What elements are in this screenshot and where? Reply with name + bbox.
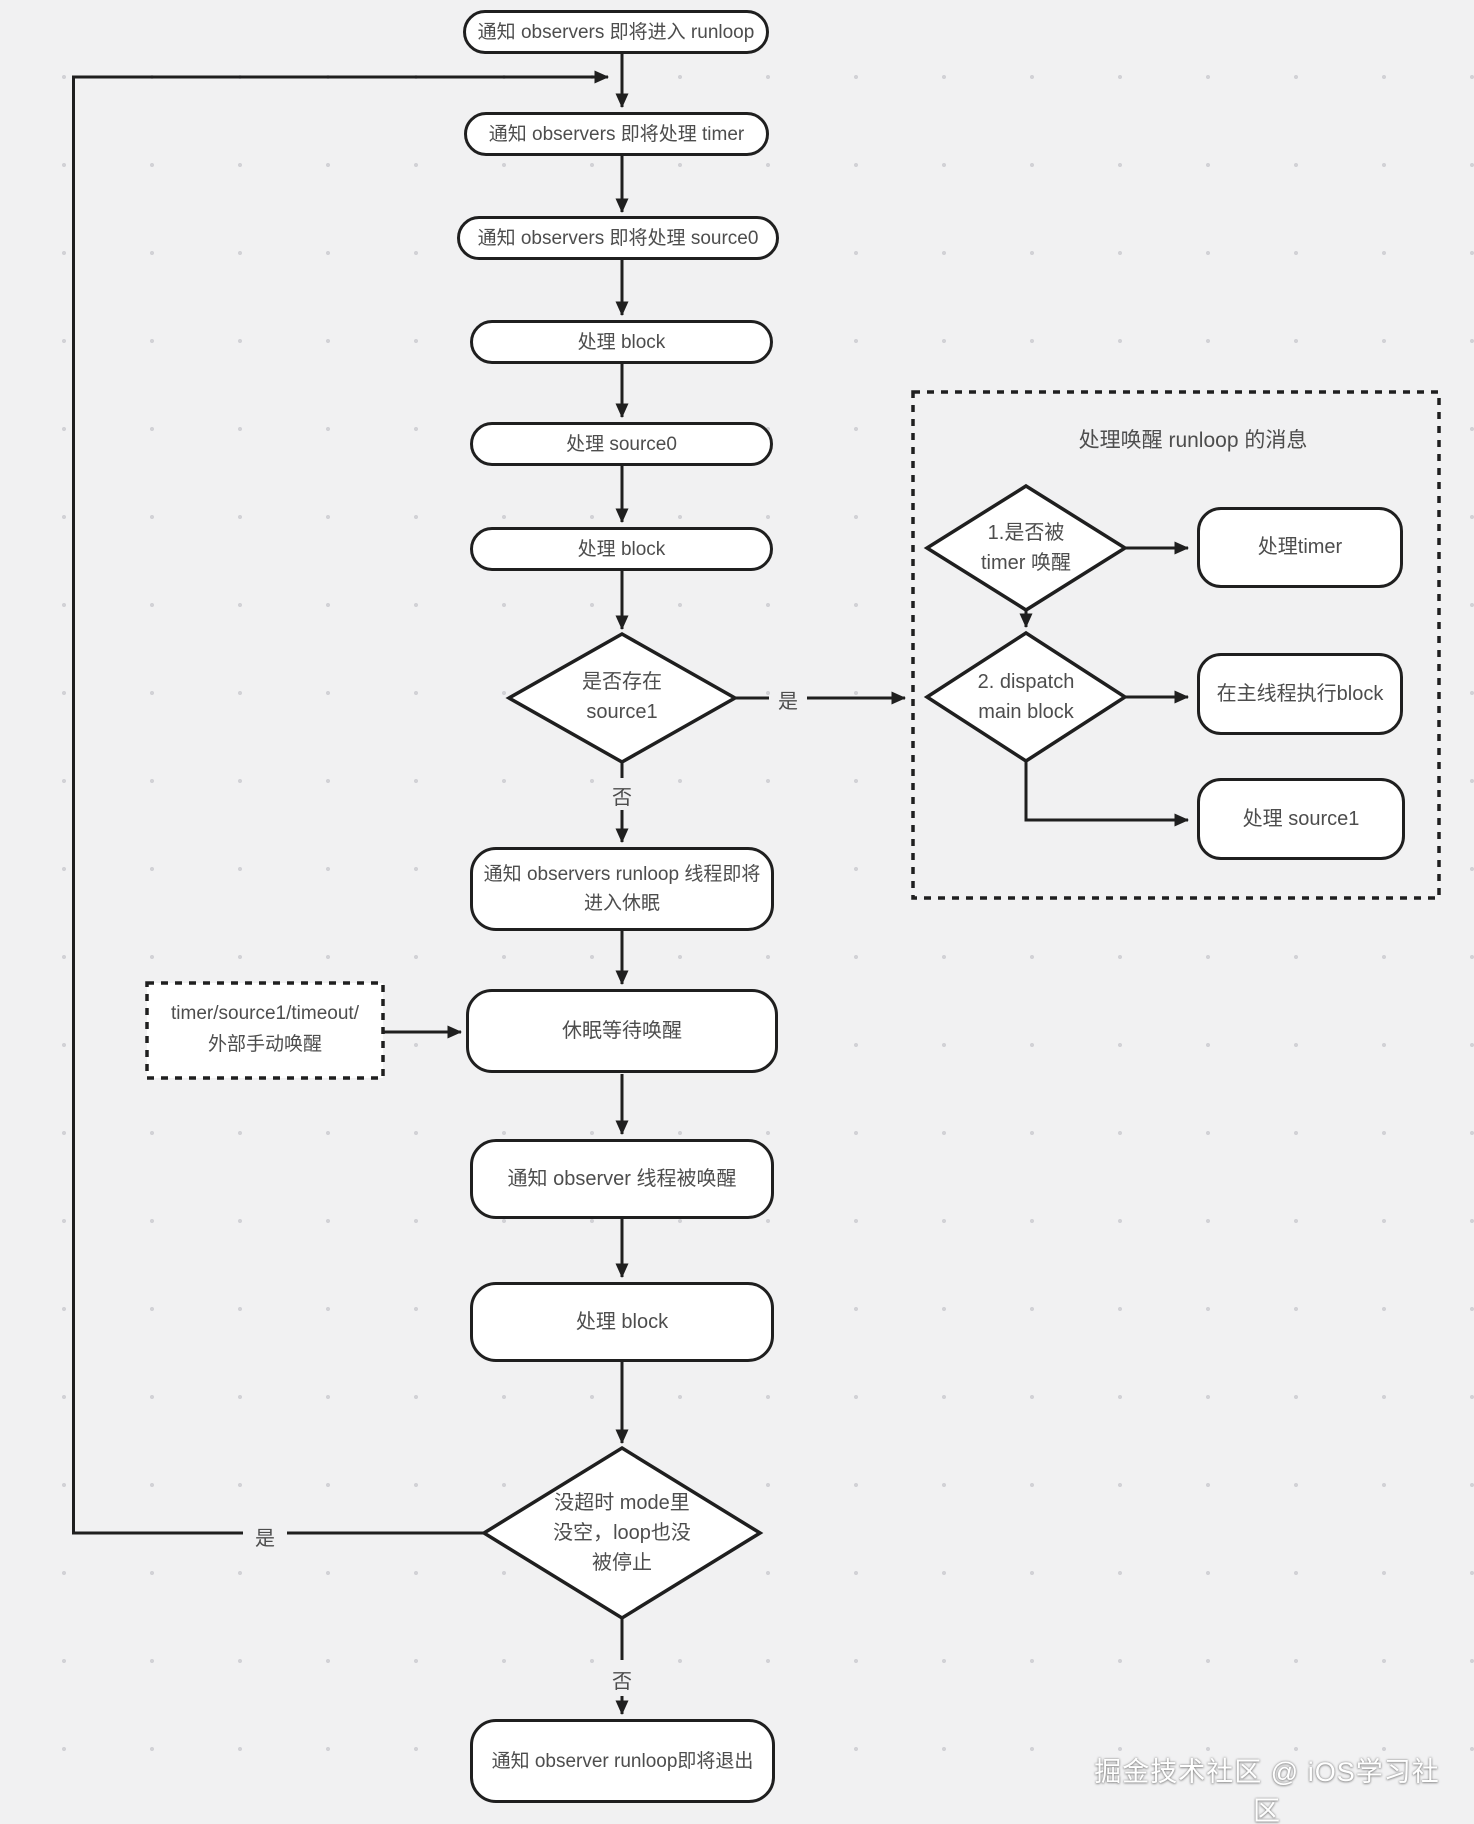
node-notify-thread-awake: 通知 observer 线程被唤醒	[470, 1139, 774, 1219]
wake-sources-dashed-box	[145, 981, 385, 1080]
node-handle-block-1: 处理 block	[470, 320, 773, 364]
dispatch-check-diamond	[923, 630, 1129, 764]
node-label: 通知 observers 即将进入 runloop	[477, 21, 755, 43]
diamond-label-line2: timer 唤醒	[981, 552, 1071, 574]
node-notify-handle-source0: 通知 observers 即将处理 source0	[457, 216, 779, 260]
diamond-label-line1: 1.是否被	[987, 522, 1065, 544]
node-label-line2: 进入休眠	[583, 893, 660, 914]
timer-check-label: 1.是否被 timer 唤醒	[946, 517, 1106, 579]
node-notify-handle-timer: 通知 observers 即将处理 timer	[464, 112, 769, 156]
diamond-label-line3: 被停止	[592, 1552, 652, 1574]
loop-back-connectors	[72, 70, 609, 1535]
diamond-label-line1: 是否存在	[582, 671, 662, 693]
panel-connectors	[1019, 541, 1189, 827]
diamond-label-line2: source1	[586, 701, 658, 723]
continue-check-label: 没超时 mode里 没空，loop也没 被停止	[502, 1487, 742, 1579]
node-handle-source1: 处理 source1	[1197, 778, 1405, 860]
node-label: 处理 source1	[1242, 807, 1360, 830]
wake-sources-line2: 外部手动唤醒	[207, 1034, 322, 1055]
source1-check-label: 是否存在 source1	[532, 664, 712, 730]
node-handle-timer: 处理timer	[1197, 507, 1403, 588]
edge-label-no-top: 否	[612, 787, 632, 809]
node-notify-enter-runloop: 通知 observers 即将进入 runloop	[463, 10, 769, 54]
node-label: 处理 block	[577, 538, 666, 560]
node-label: 通知 observer 线程被唤醒	[507, 1167, 737, 1190]
node-label: 处理 source0	[566, 433, 677, 455]
timer-check-diamond	[923, 483, 1129, 613]
dispatch-check-label: 2. dispatch main block	[946, 666, 1106, 728]
node-label: 通知 observers 即将处理 timer	[488, 123, 745, 145]
wake-sources-line1: timer/source1/timeout/	[171, 1003, 359, 1024]
watermark-text: 掘金技术社区 @ iOS学习社区	[1094, 1757, 1440, 1824]
node-notify-exit-runloop: 通知 observer runloop即将退出	[470, 1719, 775, 1803]
edge-label-no-bottom: 否	[612, 1671, 632, 1693]
edge-label-yes-right: 是	[778, 691, 798, 713]
diamond-label-line1: 没超时 mode里	[554, 1492, 690, 1514]
continue-check-diamond	[480, 1445, 764, 1621]
edge-label-yes-loop: 是	[255, 1528, 275, 1550]
diamond-label-line1: 2. dispatch	[977, 671, 1075, 693]
wake-panel-title: 处理唤醒 runloop 的消息	[1078, 429, 1308, 452]
diamond-label-line2: 没空，loop也没	[553, 1522, 691, 1544]
node-handle-source0: 处理 source0	[470, 422, 773, 466]
node-label: 通知 observers 即将处理 source0	[477, 227, 759, 249]
node-label-line1: 通知 observers runloop 线程即将	[483, 864, 761, 885]
node-label: 通知 observer runloop即将退出	[491, 1750, 754, 1772]
node-sleep-wait-wake: 休眠等待唤醒	[466, 989, 778, 1073]
node-label: 处理timer	[1257, 536, 1343, 558]
diamond-label-line2: main block	[978, 701, 1074, 723]
source1-check-diamond	[505, 631, 739, 765]
connector-loop-b	[72, 70, 609, 1535]
decision-diamonds	[480, 483, 1129, 1621]
node-exec-main-block: 在主线程执行block	[1197, 653, 1403, 735]
node-handle-block-3: 处理 block	[470, 1282, 774, 1362]
connector-dispatchcheck-to-source1	[1024, 761, 1189, 827]
node-handle-block-2: 处理 block	[470, 527, 773, 571]
node-label: 休眠等待唤醒	[562, 1019, 682, 1042]
node-label: 处理 block	[575, 1310, 669, 1333]
node-label: 在主线程执行block	[1216, 682, 1384, 705]
node-label: 处理 block	[577, 331, 666, 353]
node-notify-about-to-sleep: 通知 observers runloop 线程即将 进入休眠	[470, 847, 774, 931]
wake-sources-label: timer/source1/timeout/ 外部手动唤醒	[151, 998, 379, 1060]
